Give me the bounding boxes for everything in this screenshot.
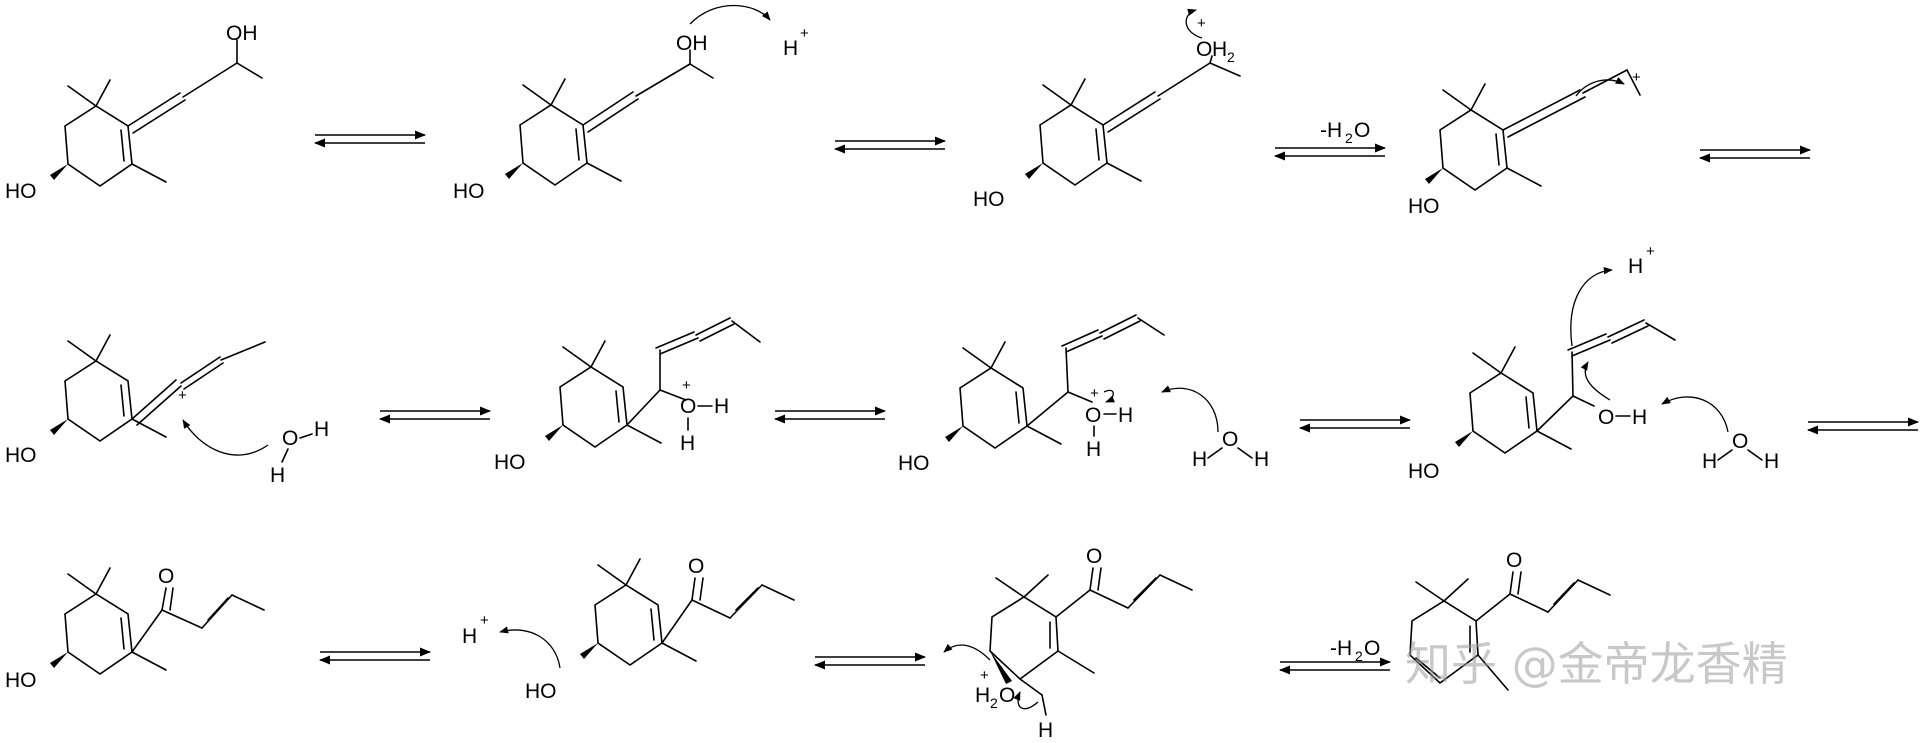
h-label: H [1212, 38, 1227, 61]
proton-label: H [1628, 255, 1643, 278]
charge-plus: + [1632, 69, 1641, 86]
subscript-2: 2 [1345, 130, 1353, 146]
charge-plus: + [1197, 15, 1206, 32]
curly-arrow [1161, 385, 1219, 433]
molecule-6: HO O + H H [494, 317, 761, 474]
ho-label: HO [453, 180, 485, 203]
h-label: H [1632, 406, 1647, 429]
curly-arrow [943, 643, 991, 661]
molecule-8: HO O H H + H O H [1408, 243, 1779, 483]
molecule-1: HO OH [5, 22, 263, 203]
o-label: O [282, 427, 298, 450]
ho-label: HO [898, 452, 930, 475]
subscript-2: 2 [990, 695, 998, 711]
charge-plus: + [682, 377, 691, 394]
molecule-7: HO O + H H H O H [898, 314, 1269, 475]
molecule-2: HO OH H + [453, 4, 809, 203]
o-label: O [680, 395, 696, 418]
curly-arrow [1575, 77, 1625, 97]
charge-plus: + [178, 387, 187, 404]
o-label: O [1222, 428, 1238, 451]
oh-label: OH [676, 32, 708, 55]
charge-plus: + [800, 25, 809, 42]
molecule-9: HO O [5, 565, 265, 692]
h-label: H [714, 395, 729, 418]
o-label: O [158, 565, 174, 588]
curly-arrow [689, 4, 771, 25]
charge-plus: + [980, 667, 989, 684]
h-label: H [1702, 450, 1717, 473]
curly-arrow [499, 626, 561, 669]
ho-label: HO [5, 669, 37, 692]
ho-label: HO [1408, 195, 1440, 218]
curly-arrow [182, 419, 269, 456]
equilibrium-arrows [313, 130, 1920, 675]
charge-plus: + [1646, 243, 1655, 260]
molecule-10: HO O H + [462, 555, 795, 703]
h-label: H [1192, 448, 1207, 471]
molecule-4: HO + [1408, 69, 1641, 218]
watermark: 知乎 @金帝龙香精 [1405, 637, 1788, 691]
condition-suffix: O [1354, 119, 1370, 142]
h-label: H [1118, 404, 1133, 427]
condition-minus-water-1: -H 2 O [1320, 119, 1370, 146]
ho-label: HO [1408, 460, 1440, 483]
oh-label: OH [226, 22, 258, 45]
ho-label: HO [973, 188, 1005, 211]
h-label: H [270, 464, 285, 487]
h-label: H [1764, 450, 1779, 473]
curly-arrow [1185, 8, 1203, 39]
molecule-11: O H 2 O + H [943, 545, 1193, 742]
curly-arrow [1013, 691, 1039, 710]
o-label: O [1196, 38, 1212, 61]
h-label: H [1254, 448, 1269, 471]
charge-plus: + [480, 612, 489, 629]
ho-label: HO [5, 444, 37, 467]
curly-arrow [1103, 389, 1115, 403]
ho-label: HO [525, 680, 557, 703]
o-label: O [1598, 406, 1614, 429]
o-label: O [688, 555, 704, 578]
o-label: O [1086, 545, 1102, 568]
curly-arrow [1661, 396, 1729, 433]
o-label: O [1732, 430, 1748, 453]
curly-arrow [1570, 266, 1613, 347]
subscript-2: 2 [1355, 648, 1363, 664]
condition-prefix: -H [1320, 119, 1342, 142]
ho-label: HO [494, 451, 526, 474]
curly-arrow [1580, 361, 1611, 401]
condition-suffix: O [1364, 637, 1380, 660]
h-label: H [975, 684, 990, 707]
condition-prefix: -H [1330, 637, 1352, 660]
o-label: O [999, 684, 1015, 707]
subscript-2: 2 [1227, 49, 1235, 65]
o-label: O [1506, 549, 1522, 572]
molecule-12: O [1409, 549, 1611, 691]
h-label: H [1086, 438, 1101, 461]
molecule-5: HO + O H H [5, 334, 329, 487]
molecule-3: HO O H 2 + [973, 8, 1241, 211]
h-label: H [314, 418, 329, 441]
ho-label: HO [5, 180, 37, 203]
h-label: H [680, 432, 695, 455]
charge-plus: + [1090, 385, 1099, 402]
proton-label: H [462, 625, 477, 648]
h-label: H [1038, 719, 1053, 742]
o-label: O [1085, 404, 1101, 427]
proton-label: H [783, 37, 798, 60]
condition-minus-water-2: -H 2 O [1330, 637, 1380, 664]
